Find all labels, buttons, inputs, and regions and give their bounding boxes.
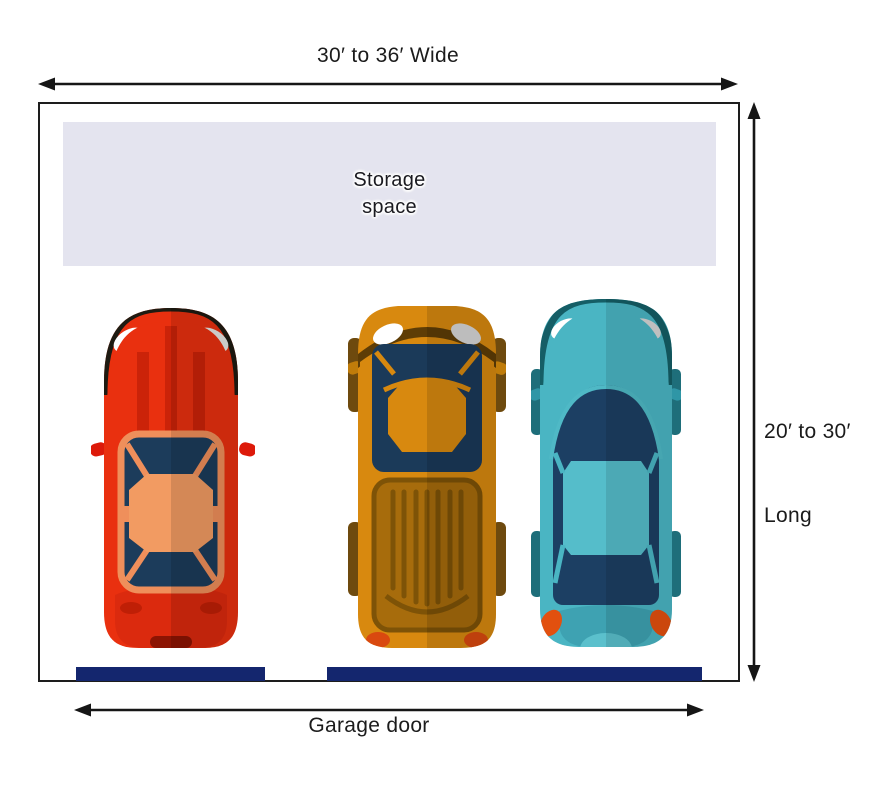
teal-sedan [531,299,681,647]
storage-label-line2: space [362,196,417,218]
storage-space: Storage space [63,122,716,266]
storage-label-line1: Storage [353,169,426,191]
garage-door-label: Garage door [308,714,430,737]
length-dimension-arrow-icon [747,102,761,682]
length-label-line2: Long [764,504,812,527]
length-label-line1: 20′ to 30′ [764,420,851,443]
red-sports-car [91,308,255,648]
width-dimension-label: 30′ to 36′ Wide [317,44,459,67]
garage-door-arrow-icon [74,703,704,717]
length-dimension-label: 20′ to 30′ Long [764,362,851,586]
garage-door-bar-right [327,667,702,681]
orange-pickup-truck [348,306,506,648]
garage-door-bar-left [76,667,265,681]
width-dimension-arrow-icon [38,77,738,91]
storage-space-label: Storage space [353,167,425,221]
